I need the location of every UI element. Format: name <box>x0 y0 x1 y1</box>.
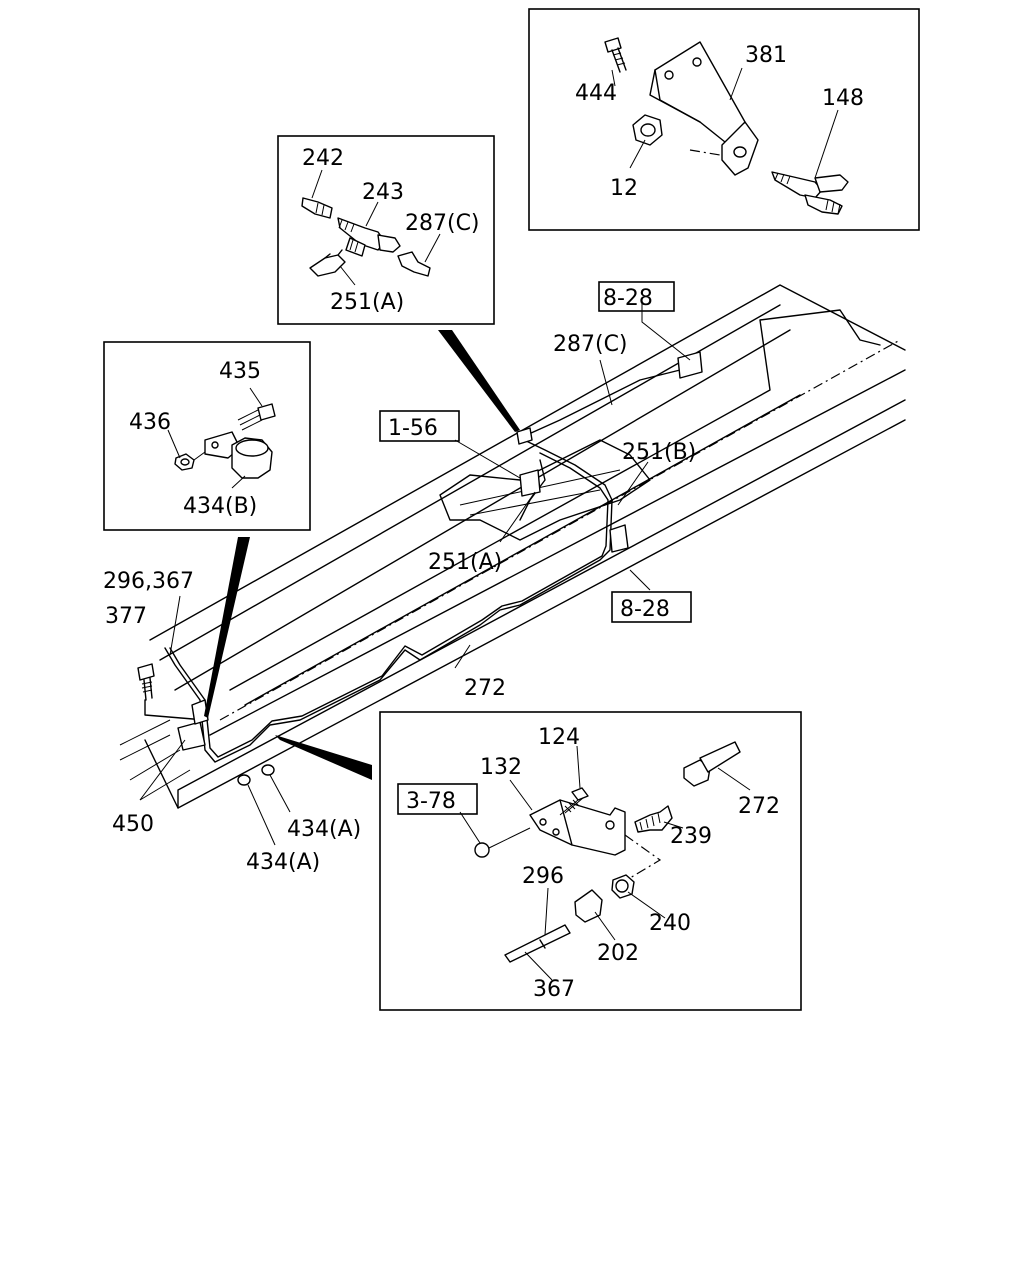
label-202: 202 <box>597 941 639 966</box>
label-296: 296 <box>522 864 564 889</box>
ref-1-56: 1-56 <box>388 416 438 441</box>
label-240: 240 <box>649 911 691 936</box>
ref-8-28-top: 8-28 <box>603 286 653 311</box>
label-435: 435 <box>219 359 261 384</box>
label-287c-detail: 287(C) <box>405 211 480 236</box>
label-242: 242 <box>302 146 344 171</box>
detail-box-tee-243 <box>277 135 495 325</box>
bolt-377 <box>137 663 155 701</box>
label-132: 132 <box>480 755 522 780</box>
fuel-pipe-route <box>164 351 703 763</box>
label-272-detail: 272 <box>738 794 780 819</box>
label-450: 450 <box>112 812 154 837</box>
label-434a-right: 434(A) <box>287 817 361 842</box>
label-251a-main: 251(A) <box>428 550 502 575</box>
label-239: 239 <box>670 824 712 849</box>
label-251b: 251(B) <box>622 440 696 465</box>
label-434b: 434(B) <box>183 494 257 519</box>
ref-3-78: 3-78 <box>406 789 456 814</box>
bracket-450 <box>144 699 209 751</box>
label-367: 367 <box>533 977 575 1002</box>
reference-boxes <box>379 281 692 815</box>
part-labels: 444 381 148 12 242 243 287(C) 251(A) 435… <box>103 43 864 1002</box>
ref-8-28-bottom: 8-28 <box>620 597 670 622</box>
detail-box-bracket-381 <box>528 8 920 231</box>
label-272-main: 272 <box>464 676 506 701</box>
label-436: 436 <box>129 410 171 435</box>
label-444: 444 <box>575 81 617 106</box>
reference-labels: 8-28 1-56 8-28 3-78 <box>388 286 670 814</box>
label-243: 243 <box>362 180 404 205</box>
detail-box-clip-434b <box>103 341 311 531</box>
label-148: 148 <box>822 86 864 111</box>
label-381: 381 <box>745 43 787 68</box>
label-296-367: 296,367 <box>103 569 194 594</box>
label-251a-detail: 251(A) <box>330 290 404 315</box>
label-124: 124 <box>538 725 580 750</box>
chassis-frame <box>119 284 906 809</box>
label-434a-left: 434(A) <box>246 850 320 875</box>
main-leaders <box>139 300 691 846</box>
label-12: 12 <box>610 176 638 201</box>
label-377: 377 <box>105 604 147 629</box>
callout-wedges <box>204 330 520 780</box>
detail-box-fitting-239 <box>379 711 802 1011</box>
nuts-434a <box>237 764 275 786</box>
label-287c-main: 287(C) <box>553 332 628 357</box>
